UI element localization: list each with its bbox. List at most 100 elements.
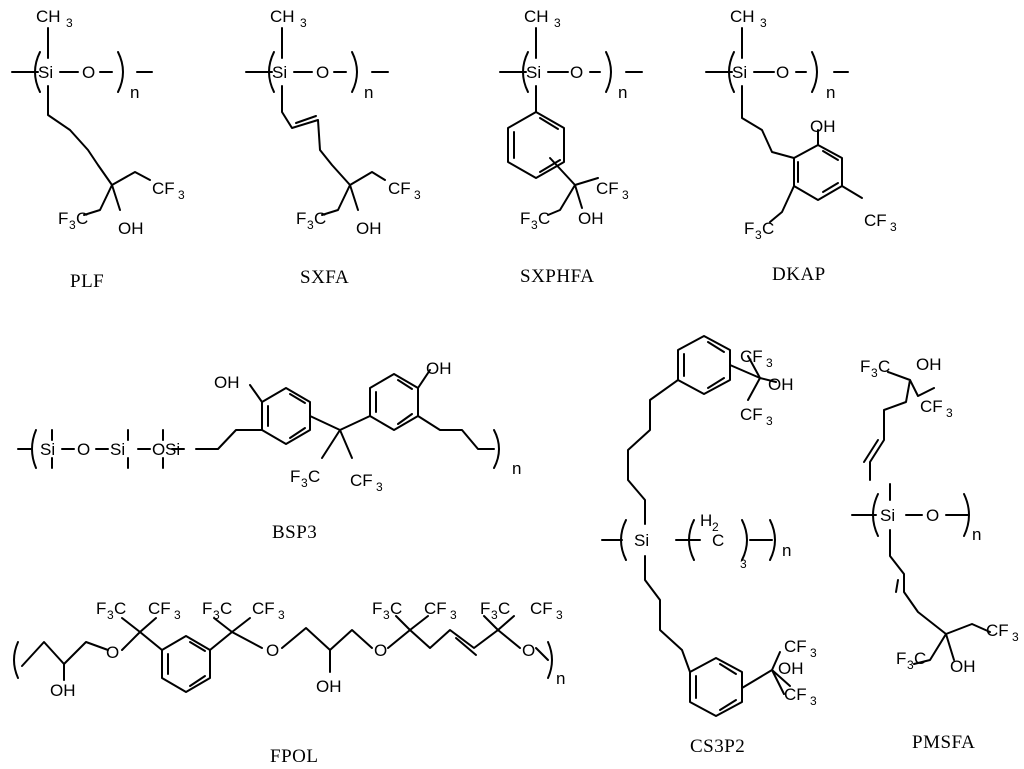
sxphfa-f3c-c: C bbox=[538, 209, 550, 228]
cs3p2-n: n bbox=[782, 541, 791, 560]
pmsfa-cf3-1-sub: 3 bbox=[946, 406, 953, 420]
fpol-cf3-4: CF bbox=[530, 599, 553, 618]
structure-sxphfa: Si O n CH 3 CF 3 F 3 C OH SXPHFA bbox=[499, 7, 643, 287]
dkap-ch3-sub: 3 bbox=[760, 16, 767, 30]
cs3p2-cf3-1: CF bbox=[740, 347, 763, 366]
label-fpol: FPOL bbox=[270, 746, 318, 767]
structure-bsp3: Si O Si O Si OH OH F 3 C CF 3 n BSP3 bbox=[17, 359, 521, 543]
sxphfa-cf3-sub: 3 bbox=[622, 188, 629, 202]
bsp3-si-3: Si bbox=[165, 440, 180, 459]
fpol-o-2: O bbox=[266, 641, 279, 660]
fpol-o-4: O bbox=[522, 641, 535, 660]
fpol-cf3-3-sub: 3 bbox=[450, 608, 457, 622]
cs3p2-cf3-2-sub: 3 bbox=[766, 414, 773, 428]
bsp3-si-1: Si bbox=[40, 440, 55, 459]
dkap-ch3: CH bbox=[730, 7, 755, 26]
fpol-f3c-3-c: C bbox=[390, 599, 402, 618]
pmsfa-f3c-2-c: C bbox=[914, 649, 926, 668]
sxfa-f3c-c: C bbox=[314, 209, 326, 228]
sxphfa-cf3: CF bbox=[596, 179, 619, 198]
structure-sxfa: Si O n CH 3 CF 3 F 3 C OH SXFA bbox=[245, 7, 421, 288]
plf-n: n bbox=[130, 83, 139, 102]
cs3p2-cf3-4: CF bbox=[784, 685, 807, 704]
pmsfa-f3c-1-c: C bbox=[878, 357, 890, 376]
fpol-f3c-2-f: F bbox=[202, 599, 212, 618]
bsp3-oh-1: OH bbox=[214, 373, 240, 392]
dkap-si: Si bbox=[732, 63, 747, 82]
pmsfa-f3c-2-f: F bbox=[896, 649, 906, 668]
fpol-f3c-2-c: C bbox=[220, 599, 232, 618]
fpol-f3c-1-c: C bbox=[114, 599, 126, 618]
cs3p2-cf3-3-sub: 3 bbox=[810, 646, 817, 660]
label-dkap: DKAP bbox=[772, 264, 826, 285]
cs3p2-h2-sub: 2 bbox=[712, 520, 719, 534]
cs3p2-cf3-4-sub: 3 bbox=[810, 694, 817, 708]
structure-fpol: O O O O OH OH F 3 C CF 3 F 3 C CF 3 F 3 … bbox=[13, 599, 565, 767]
sxfa-ch3-sub: 3 bbox=[300, 16, 307, 30]
bsp3-cf3-sub: 3 bbox=[376, 480, 383, 494]
label-sxfa: SXFA bbox=[300, 267, 349, 288]
sxphfa-oh: OH bbox=[578, 209, 604, 228]
sxfa-n: n bbox=[364, 83, 373, 102]
pmsfa-oh-1: OH bbox=[916, 355, 942, 374]
plf-ch3: CH bbox=[36, 7, 61, 26]
dkap-f3c-f: F bbox=[744, 219, 754, 238]
cs3p2-sub-3: 3 bbox=[740, 557, 747, 571]
pmsfa-f3c-1-sub: 3 bbox=[871, 366, 878, 380]
structure-cs3p2: CF 3 OH CF 3 Si C H 2 3 n CF 3 OH CF 3 C… bbox=[601, 335, 817, 757]
bsp3-cf3: CF bbox=[350, 471, 373, 490]
pmsfa-cf3-2: CF bbox=[986, 621, 1009, 640]
plf-f3c-c: C bbox=[76, 209, 88, 228]
dkap-cf3: CF bbox=[864, 211, 887, 230]
fpol-f3c-2-sub: 3 bbox=[213, 608, 220, 622]
plf-cf3-sub: 3 bbox=[178, 188, 185, 202]
pmsfa-f3c-2-sub: 3 bbox=[907, 658, 914, 672]
bsp3-f3c-f: F bbox=[290, 467, 300, 486]
fpol-f3c-4-f: F bbox=[480, 599, 490, 618]
fpol-cf3-2-sub: 3 bbox=[278, 608, 285, 622]
pmsfa-cf3-2-sub: 3 bbox=[1012, 630, 1019, 644]
fpol-o-1: O bbox=[106, 643, 119, 662]
plf-si: Si bbox=[38, 63, 53, 82]
sxfa-cf3: CF bbox=[388, 179, 411, 198]
bsp3-o-2: O bbox=[152, 440, 165, 459]
bsp3-f3c-c: C bbox=[308, 467, 320, 486]
label-cs3p2: CS3P2 bbox=[690, 736, 745, 757]
sxphfa-f3c-sub: 3 bbox=[531, 218, 538, 232]
cs3p2-h2-h: H bbox=[700, 511, 712, 530]
fpol-f3c-1-sub: 3 bbox=[107, 608, 114, 622]
bsp3-o-1: O bbox=[77, 440, 90, 459]
plf-cf3: CF bbox=[152, 179, 175, 198]
fpol-n: n bbox=[556, 669, 565, 688]
structure-dkap: Si O n CH 3 OH CF 3 F 3 C DKAP bbox=[705, 7, 897, 285]
fpol-oh-1: OH bbox=[50, 681, 76, 700]
fpol-f3c-3-f: F bbox=[372, 599, 382, 618]
sxphfa-f3c-f: F bbox=[520, 209, 530, 228]
cs3p2-cf3-1-sub: 3 bbox=[766, 356, 773, 370]
label-plf: PLF bbox=[70, 271, 104, 292]
plf-o: O bbox=[82, 63, 95, 82]
sxfa-f3c-f: F bbox=[296, 209, 306, 228]
dkap-cf3-sub: 3 bbox=[890, 220, 897, 234]
structure-pmsfa: F 3 C OH CF 3 Si O n CF 3 F 3 C OH PMSFA bbox=[851, 355, 1019, 753]
sxphfa-o: O bbox=[570, 63, 583, 82]
fpol-cf3-2: CF bbox=[252, 599, 275, 618]
dkap-n: n bbox=[826, 83, 835, 102]
sxfa-o: O bbox=[316, 63, 329, 82]
dkap-f3c-c: C bbox=[762, 219, 774, 238]
pmsfa-o: O bbox=[926, 506, 939, 525]
plf-ch3-sub: 3 bbox=[66, 16, 73, 30]
fpol-cf3-4-sub: 3 bbox=[556, 608, 563, 622]
fpol-cf3-3: CF bbox=[424, 599, 447, 618]
sxphfa-ch3: CH bbox=[524, 7, 549, 26]
fpol-f3c-3-sub: 3 bbox=[383, 608, 390, 622]
pmsfa-f3c-1-f: F bbox=[860, 357, 870, 376]
fpol-cf3-1: CF bbox=[148, 599, 171, 618]
pmsfa-cf3-1: CF bbox=[920, 397, 943, 416]
bsp3-oh-2: OH bbox=[426, 359, 452, 378]
sxphfa-si: Si bbox=[526, 63, 541, 82]
sxfa-si: Si bbox=[272, 63, 287, 82]
pmsfa-n: n bbox=[972, 525, 981, 544]
